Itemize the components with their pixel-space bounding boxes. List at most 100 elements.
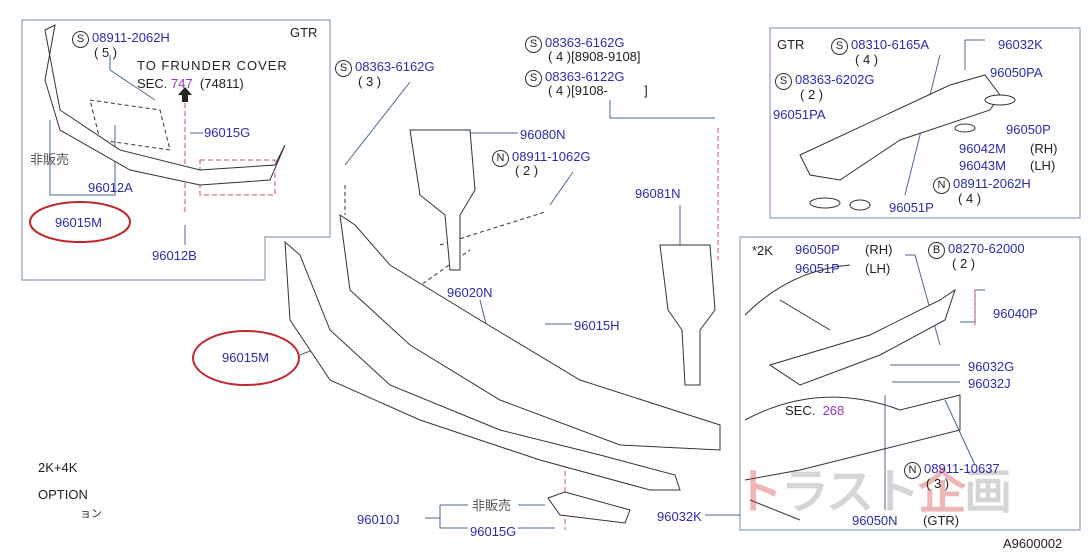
not-sold-label: 非販売 [30, 152, 70, 167]
bracket-shape [547, 491, 631, 524]
part-number[interactable]: 08911-10637 [924, 461, 1000, 476]
part-96050N[interactable]: 96050N [852, 513, 898, 528]
part-number[interactable]: 08363-6122G [545, 69, 625, 84]
part-96050P-gtr[interactable]: 96050P [1006, 122, 1051, 137]
part-number[interactable]: 08270-62000 [948, 241, 1025, 256]
part-96015G-inset[interactable]: 96015G [204, 125, 251, 140]
date-range: [8908-9108] [571, 49, 641, 64]
part-96020N[interactable]: 96020N [447, 285, 493, 300]
diagram-id: A9600002 [1003, 536, 1063, 551]
watermark-logo: トラスト企画 [735, 464, 1012, 520]
sec-label: SEC. [785, 403, 816, 418]
part-number[interactable]: 08310-6165A [851, 37, 930, 52]
side-label: (LH) [1030, 158, 1056, 173]
part-96032G[interactable]: 96032G [968, 359, 1015, 374]
up-arrow-icon [178, 87, 192, 102]
part-number[interactable]: 08363-6162G [355, 59, 435, 74]
part-96015M-inset[interactable]: 96015M [55, 215, 102, 230]
fastener-type-badge: S [775, 73, 792, 90]
fastener-type-badge: B [928, 242, 945, 259]
part-96032K-ref[interactable]: 96032K [657, 509, 702, 524]
qty: ( 2 ) [952, 256, 976, 271]
part-96010J[interactable]: 96010J [357, 512, 400, 527]
sec-link-268[interactable]: 268 [822, 403, 845, 418]
part-96015G-main[interactable]: 96015G [470, 524, 517, 539]
qty: ( 4 ) [855, 52, 879, 67]
part-number[interactable]: 08911-2062H [92, 30, 170, 45]
part-96050P-2k[interactable]: 96050P [795, 242, 840, 257]
qty: ( 2 ) [515, 163, 539, 178]
option-label: OPTION [38, 487, 88, 502]
part-96051PA[interactable]: 96051PA [773, 107, 826, 122]
car-body-lines [744, 264, 961, 521]
part-96050PA[interactable]: 96050PA [990, 65, 1043, 80]
side-label: (RH) [1030, 141, 1058, 156]
qty: ( 5 ) [94, 45, 118, 60]
part-96015M-main[interactable]: 96015M [222, 350, 269, 365]
variant-label: *2K [752, 243, 773, 258]
part-96032J[interactable]: 96032J [968, 376, 1011, 391]
part-96012A[interactable]: 96012A [88, 180, 133, 195]
gtr-rear-spoiler-shape [799, 74, 1001, 181]
date-range: [9108- ] [571, 83, 648, 98]
variant-note: (GTR) [923, 513, 960, 528]
note-line: TO FRUNDER COVER [137, 58, 288, 73]
highlight-ring-inset [29, 201, 131, 243]
part-96015H[interactable]: 96015H [574, 318, 620, 333]
inset-border-gtr-rear [769, 27, 1081, 219]
part-96012B[interactable]: 96012B [152, 248, 197, 263]
part-number[interactable]: 08911-2062H [953, 176, 1031, 191]
not-sold-label: 非販売 [472, 498, 512, 513]
actuator-lh-shape [409, 129, 476, 271]
inset-border-2k-rear [739, 236, 1081, 531]
gtr-front-spoiler-shape [44, 24, 286, 186]
fastener-type-badge: S [335, 60, 352, 77]
part-96080N[interactable]: 96080N [520, 127, 566, 142]
side-label: (RH) [865, 242, 893, 257]
rear-spoiler-2k-shape [768, 288, 956, 386]
note-sec-row: SEC. 747 (74811) [137, 76, 244, 91]
part-96032K[interactable]: 96032K [998, 37, 1043, 52]
fastener-type-badge: N [492, 150, 509, 167]
fastener-type-badge: N [904, 462, 921, 479]
part-number[interactable]: 08363-6202G [795, 72, 875, 87]
sec-label: SEC. [137, 76, 168, 91]
variant-label: GTR [777, 37, 805, 52]
variant-label: GTR [290, 25, 318, 40]
front-spoiler-shape [284, 240, 681, 491]
part-number[interactable]: 08911-1062G [512, 149, 591, 164]
inset-border-gtr-front [21, 19, 331, 281]
part-96043M[interactable]: 96043M [959, 158, 1006, 173]
part-96051P-gtr[interactable]: 96051P [889, 200, 934, 215]
part-96051P-2k[interactable]: 96051P [795, 261, 840, 276]
qty: ( 3 ) [926, 476, 950, 491]
qty: ( 3 ) [358, 74, 382, 89]
part-96081N[interactable]: 96081N [635, 186, 681, 201]
sec-ref: (74811) [199, 76, 244, 91]
part-96040P[interactable]: 96040P [993, 306, 1038, 321]
actuator-rh-shape [659, 244, 716, 386]
highlight-ring-main [192, 330, 300, 386]
part-96042M[interactable]: 96042M [959, 141, 1006, 156]
qty-range: ( 4 )[8908-9108] [548, 49, 641, 64]
fastener-type-badge: S [72, 31, 89, 48]
fastener-type-badge: S [525, 70, 542, 87]
part-number[interactable]: 08363-6162G [545, 35, 625, 50]
option-label: 2K+4K [38, 460, 78, 475]
qty: ( 4 ) [548, 49, 572, 64]
fastener-type-badge: S [831, 38, 848, 55]
reinforcement-shape [339, 213, 721, 451]
sec-link-747[interactable]: 747 [170, 76, 193, 91]
